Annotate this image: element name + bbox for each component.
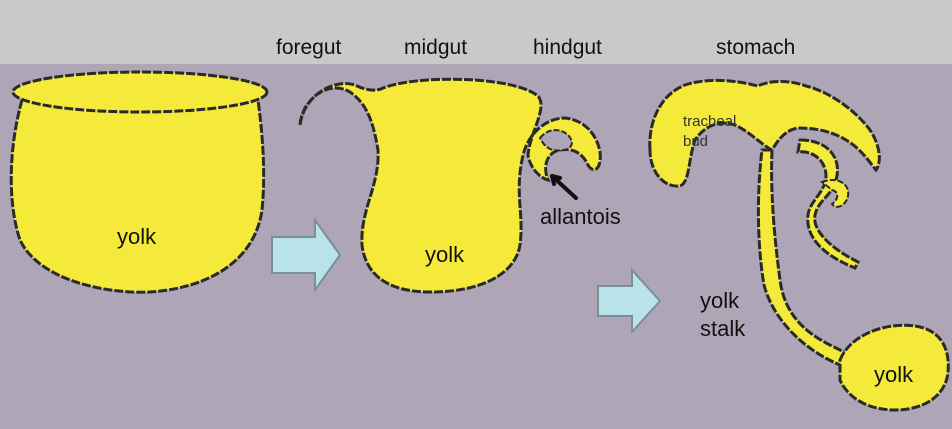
label-hindgut: hindgut: [533, 36, 602, 60]
label-yolk-stage-3: yolk: [874, 362, 913, 388]
label-tracheal: tracheal: [683, 112, 736, 132]
label-bud: bud: [683, 132, 708, 152]
label-yolk-stalk-line-1: yolk: [700, 288, 739, 314]
arrow-1: [272, 220, 340, 290]
label-yolk-stage-1: yolk: [117, 224, 156, 250]
label-allantois: allantois: [540, 204, 621, 230]
yolk-sac-rim: [13, 72, 267, 112]
allantois-pointer-arrow: [552, 176, 576, 198]
arrow-2: [598, 270, 660, 332]
label-midgut: midgut: [404, 36, 467, 60]
label-yolk-stalk-line-2: stalk: [700, 316, 745, 342]
label-yolk-stage-2: yolk: [425, 242, 464, 268]
label-stomach: stomach: [716, 36, 795, 60]
stage-1-yolk-sac: [11, 72, 267, 292]
label-foregut: foregut: [276, 36, 341, 60]
yolk-sac-body: [11, 100, 263, 292]
hindgut-curl: [798, 140, 858, 268]
